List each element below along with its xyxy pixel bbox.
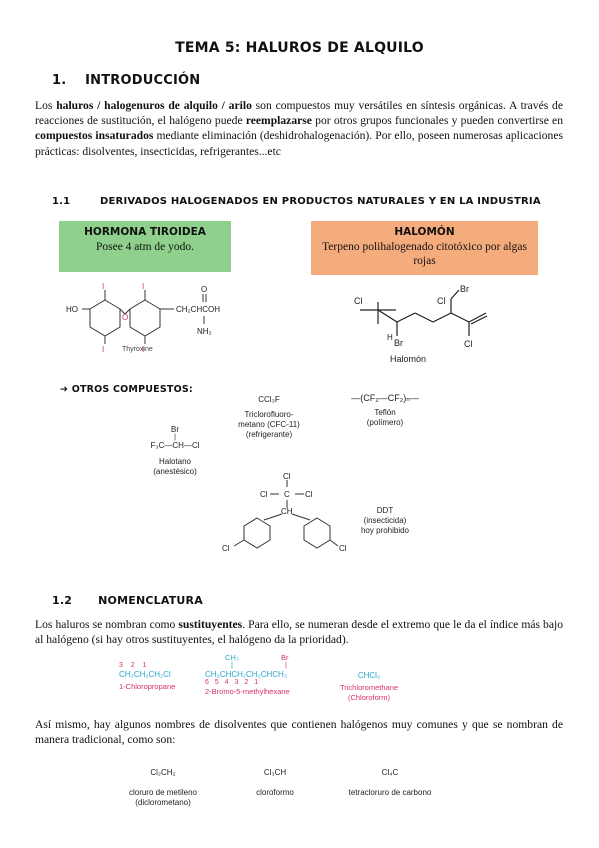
section-number: 1. xyxy=(52,73,67,88)
iupac-name: 2-Bromo-5-methylhexane xyxy=(205,687,290,696)
teflon-name: Teflón xyxy=(374,408,396,417)
halomon-box: HALOMÓN Terpeno polihalogenado citotóxic… xyxy=(311,221,538,275)
section-1-1-heading: 1.1 DERIVADOS HALOGENADOS EN PRODUCTOS N… xyxy=(52,196,541,207)
thyroxine-structure: I I I I HO O CH₂CHCOH O NH₂ Thyroxine xyxy=(66,282,220,354)
chlorine-label: Cl xyxy=(464,339,473,349)
formula: CH₃CHCH₂CH₂CHCH₃ xyxy=(205,670,288,679)
chlorine-label: Cl xyxy=(354,296,363,306)
section-title: INTRODUCCIÓN xyxy=(85,73,201,88)
teflon-formula: —(CF₂—CF₂)ₙ— xyxy=(351,393,419,403)
formula: CH₃CH₂CH₂Cl xyxy=(119,670,171,679)
example-1-chloropropane: 3 2 1 CH₃CH₂CH₂Cl 1-Chloropropane xyxy=(119,662,175,694)
solvent-dichloromethane: Cl₂CH₂ cloruro de metileno (diclorometan… xyxy=(118,768,208,808)
solvent-name: cloroformo xyxy=(256,788,294,797)
halotano-formula: F₃C—CH—Cl xyxy=(150,441,200,450)
teflon-compound: —(CF₂—CF₂)ₙ— Teflón (polímero) xyxy=(340,393,430,428)
halotano-br: Br xyxy=(171,425,179,434)
chlorine-label: Cl xyxy=(222,544,230,553)
section-number: 1.2 xyxy=(52,594,73,607)
ddt-structure: Cl Cl C Cl CH Cl Cl xyxy=(222,472,347,553)
cfc-use: (refrigerante) xyxy=(245,430,293,439)
chlorine-label: Cl xyxy=(339,544,347,553)
cfc-formula: CCl₃F xyxy=(258,395,280,404)
solvent-formula: Cl₂CH₂ xyxy=(150,768,176,777)
page-title: TEMA 5: HALUROS DE ALQUILO xyxy=(175,40,424,56)
bromine-label: Br xyxy=(394,338,403,348)
intro-paragraph: Los haluros / halogenuros de alquilo / a… xyxy=(35,99,564,158)
methyl-group: CH₃ xyxy=(225,653,239,662)
solvent-formula: Cl₃CH xyxy=(263,768,287,777)
carbon-numbering: 3 2 1 xyxy=(119,662,147,669)
iodine-label: I xyxy=(142,282,144,291)
iodine-label: I xyxy=(142,345,144,354)
ddt-name: DDT xyxy=(376,506,394,515)
box-description: Posee 4 atm de yodo. xyxy=(95,241,195,253)
box-title: HORMONA TIROIDEA xyxy=(84,226,206,238)
bromine-label: Br xyxy=(460,284,469,294)
section-number: 1.1 xyxy=(52,196,71,207)
halomon-caption: Halomón xyxy=(390,354,426,364)
ddt-note: hoy prohibido xyxy=(360,526,410,535)
section-title: DERIVADOS HALOGENADOS EN PRODUCTOS NATUR… xyxy=(100,196,541,207)
thyroid-hormone-box: HORMONA TIROIDEA Posee 4 atm de yodo. xyxy=(59,221,231,272)
box-description: Terpeno polihalogenado citotóxico por al… xyxy=(322,241,527,267)
carbon-label: C xyxy=(284,490,290,499)
solvent-formula: Cl₄C xyxy=(381,768,399,777)
chlorine-label: Cl xyxy=(437,296,446,306)
halotano-name: Halotano xyxy=(158,457,192,466)
chlorine-label: Cl xyxy=(260,490,268,499)
traditional-names-paragraph: Así mismo, hay algunos nombres de disolv… xyxy=(35,718,563,747)
ddt-caption: DDT (insecticida) hoy prohibido xyxy=(355,506,415,536)
example-2-bromo-methylhexane: CH₃ Br | | CH₃CHCH₂CH₂CHCH₃ 6 5 4 3 2 1 … xyxy=(205,653,290,697)
solvent-name: tetracloruro de carbono xyxy=(348,788,432,797)
thyroxine-caption: Thyroxine xyxy=(122,346,153,353)
nomenclature-paragraph: Los haluros se nombran como sustituyente… xyxy=(35,618,564,647)
solvent-name: cloruro de metileno xyxy=(128,788,198,797)
carbonyl-oxygen-label: O xyxy=(201,285,207,294)
cfc-11-compound: CCl₃F Triclorofluoro-metano (CFC-11) (re… xyxy=(234,395,304,440)
oxygen-label: O xyxy=(122,313,128,322)
solvent-alt-name: (diclorometano) xyxy=(135,798,191,807)
teflon-use: (polímero) xyxy=(366,418,404,427)
amine-label: NH₂ xyxy=(197,327,212,336)
example-3-chloroform: CHCl₃ Trichloromethane (Chloroform) xyxy=(338,671,400,702)
solvent-chloroform: Cl₃CH cloroformo xyxy=(240,768,310,798)
halomon-structure: Cl H Br Cl Br Cl Halomón xyxy=(354,284,488,364)
side-chain-label: CH₂CHCOH xyxy=(176,305,220,314)
hydroxyl-label: HO xyxy=(66,305,78,314)
iupac-name: 1-Chloropropane xyxy=(119,682,176,691)
formula: CHCl₃ xyxy=(357,671,381,680)
cfc-name: Triclorofluoro-metano (CFC-11) xyxy=(238,410,300,429)
iodine-label: I xyxy=(102,282,104,291)
iupac-name: Trichloromethane xyxy=(339,683,399,692)
halotano-use: (anestésico) xyxy=(153,467,197,476)
halotano-compound: Br | F₃C—CH—Cl Halotano (anestésico) xyxy=(140,425,210,477)
section-title: NOMENCLATURA xyxy=(98,594,203,607)
section-1-heading: 1. INTRODUCCIÓN xyxy=(52,73,200,88)
solvent-carbon-tetrachloride: Cl₄C tetracloruro de carbono xyxy=(335,768,445,798)
common-name: (Chloroform) xyxy=(347,693,391,702)
iodine-label: I xyxy=(102,345,104,354)
section-1-2-heading: 1.2 NOMENCLATURA xyxy=(52,594,203,607)
other-compounds-heading: ➔ OTROS COMPUESTOS: xyxy=(60,384,193,395)
ch-label: CH xyxy=(281,507,293,516)
box-title: HALOMÓN xyxy=(394,226,455,238)
hydrogen-label: H xyxy=(387,333,393,342)
carbon-numbering: 6 5 4 3 2 1 xyxy=(205,679,259,686)
arrow-icon: ➔ xyxy=(60,384,69,395)
ddt-use: (insecticida) xyxy=(363,516,407,525)
chlorine-label: Cl xyxy=(305,490,313,499)
chlorine-label: Cl xyxy=(283,472,291,481)
bromo-group: Br xyxy=(281,653,289,662)
